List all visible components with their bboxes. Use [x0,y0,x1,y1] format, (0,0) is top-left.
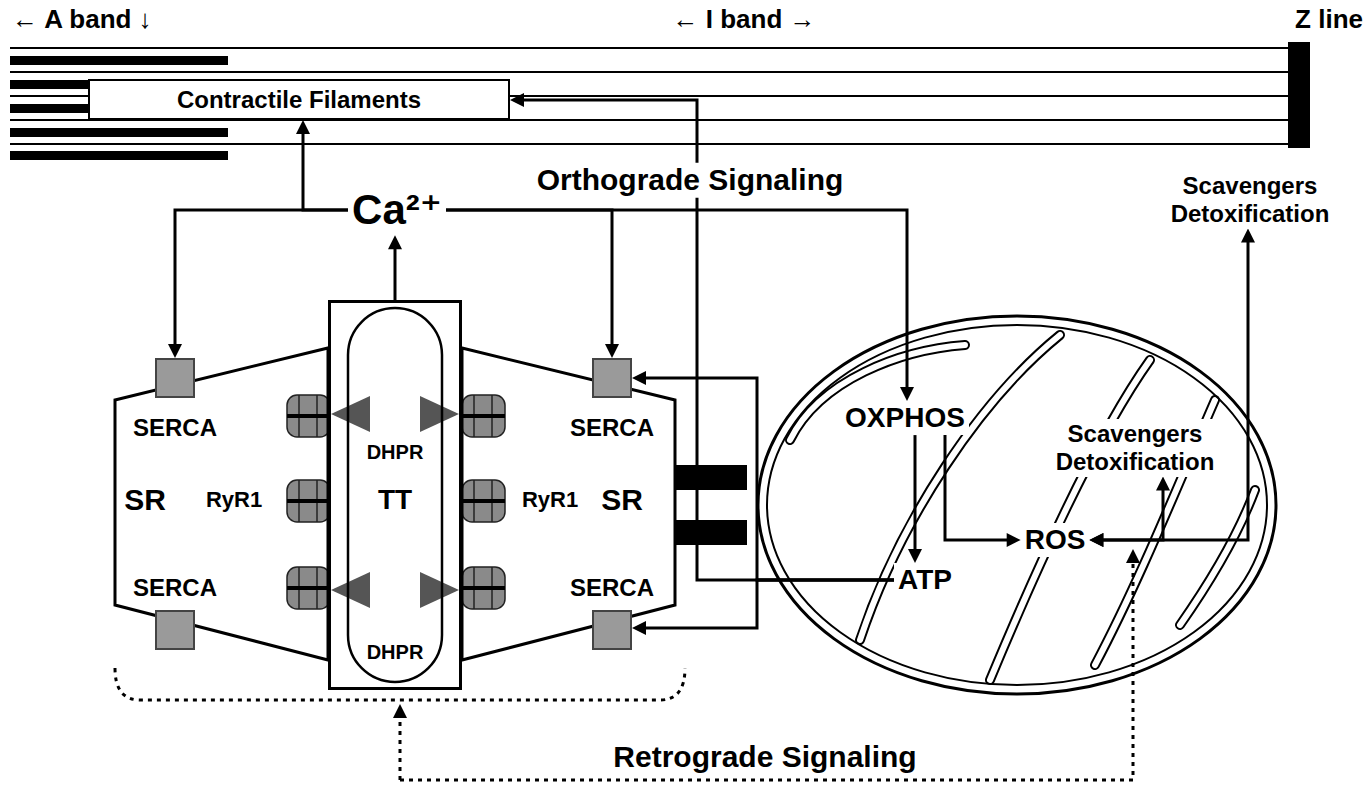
process-label: Scavengers Detoxification [1148,171,1353,228]
serca-pump-label: SERCA [568,414,656,442]
molecule-label-text: ROS [1025,524,1086,556]
connector-arrow [388,235,402,300]
connector-line [643,580,894,628]
arrowhead [1089,533,1103,547]
z-line-label: Z line [1293,5,1365,35]
mitochondrion: OXPHOS Scavengers DetoxificationROS ATP [755,313,1279,697]
t-tubule-label: DHPR [365,441,426,464]
process-label-text: OXPHOS [845,402,965,434]
connector-arrow [510,93,894,580]
dhpr-triangles [331,396,459,608]
outer-membrane [758,316,1276,694]
serca-pump: SERCA [592,358,632,398]
sr-compartment-label: SR [599,483,645,518]
connector-line [945,435,1010,540]
process-label-text: Scavengers Detoxification [1047,420,1224,475]
sr-compartment: SRRyR1SERCASERCA [115,348,328,660]
connector-line [446,210,612,347]
filament-box: Contractile Filaments [88,79,510,120]
arrowhead [1241,229,1255,243]
connector-line [914,435,917,552]
arrowhead [900,387,914,401]
connector-arrow [1089,229,1255,547]
filament-box-label: Contractile Filaments [175,86,423,114]
t-tubule-label: TT [376,484,414,516]
process-label-text: Scavengers Detoxification [1152,172,1349,227]
sr-compartment-label: RyR1 [520,487,580,512]
arrowhead [296,120,310,134]
cristae-outline [790,335,1255,680]
sr-compartment-label: RyR1 [204,487,264,512]
tubule-lumen [348,308,442,682]
retrograde-path [115,560,1133,780]
connector-arrow [945,435,1021,547]
connector-arrow [908,435,922,563]
sr-compartment-label: SR [122,483,168,518]
molecule-label: ROS [1021,523,1090,557]
thin-filaments [10,48,1290,144]
mitochondrion-outline [755,313,1279,697]
connector-line [1100,488,1163,540]
sr-compartment: RyR1 SR SERCA SERCA [462,348,675,660]
sr-outline [115,348,328,660]
ion-label: Ca²⁺ [348,185,446,235]
connector-line [303,131,348,210]
connector-line [394,246,397,300]
z-line-bar [1288,42,1310,148]
connector-line [175,210,348,347]
molecule-label: ATP [894,563,956,597]
arrowhead [388,235,402,249]
sr-mito-junctions [675,465,747,545]
ryr1-stalks [287,416,505,588]
connector-arrow [446,210,619,358]
arrowhead [605,344,619,358]
arrowhead [1156,477,1170,491]
serca-pump-label: SERCA [131,574,219,602]
signal-label: Orthograde Signaling [535,163,846,198]
arrowhead [632,371,646,385]
inner-membrane [767,325,1267,685]
connector-line [446,210,907,390]
band-label: ← I band → [671,5,818,35]
serca-pump-label: SERCA [568,574,656,602]
serca-pump: SERCA [155,610,195,650]
arrowhead [632,621,646,635]
serca-pump: SERCA [155,358,195,398]
connector-arrow [168,210,348,358]
connector-arrow [296,120,348,210]
cristae-fill [790,335,1255,680]
process-label: OXPHOS [841,401,969,435]
arrowhead [168,344,182,358]
ryr1-channels [287,395,505,609]
t-tubule-label: DHPR [365,641,426,664]
arrowhead [1007,533,1021,547]
connector-line [1100,240,1248,540]
process-label: Scavengers Detoxification [1043,419,1228,476]
arrowhead [908,549,922,563]
connector-arrow [446,210,914,401]
band-label: ← A band ↓ [10,5,154,35]
molecule-label-text: ATP [898,564,952,596]
arrowhead [510,93,524,107]
sr-outline [462,348,675,660]
arrowhead [1089,533,1103,547]
serca-pump-label: SERCA [131,414,219,442]
signal-label: Retrograde Signaling [611,740,918,775]
ion-label-text: Ca²⁺ [352,186,442,234]
serca-pump: SERCA [592,610,632,650]
t-tubule: DHPR TT DHPR [328,300,462,690]
connector-arrow [1089,477,1170,547]
